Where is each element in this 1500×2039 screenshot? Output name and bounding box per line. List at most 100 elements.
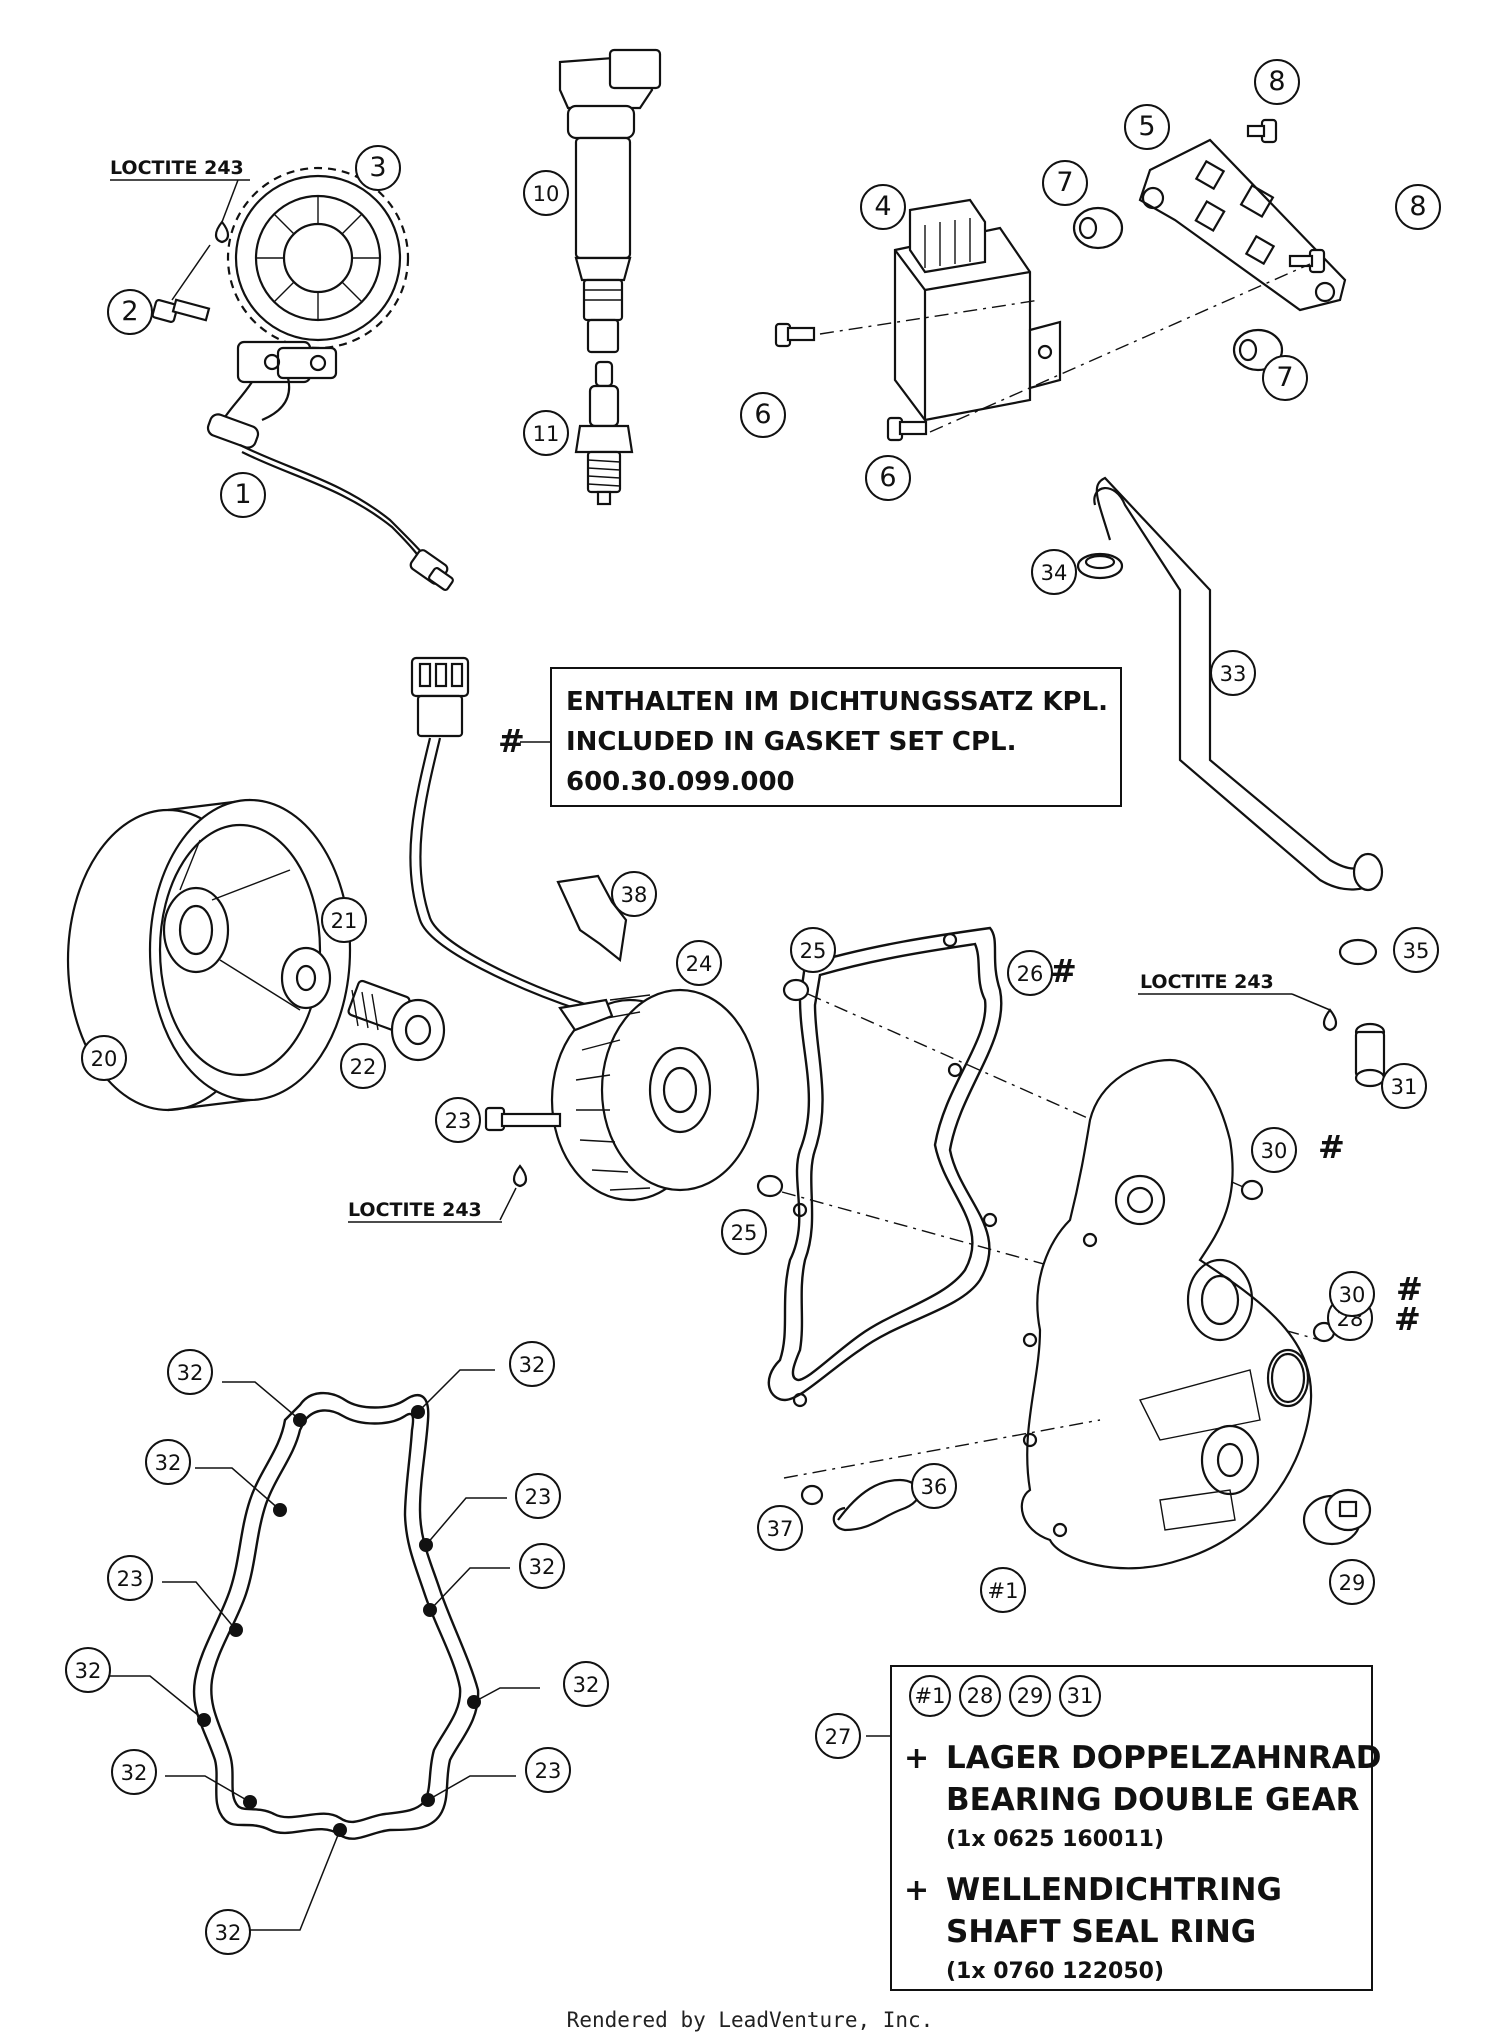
svg-text:25: 25 <box>731 1221 758 1245</box>
cdi-unit-part-4 <box>893 198 1062 422</box>
loctite-label-stator: LOCTITE 243 <box>348 1199 482 1221</box>
washer-part-21 <box>280 946 332 1010</box>
gasket-note-line-1: ENTHALTEN IM DICHTUNGSSATZ KPL. <box>566 687 1108 717</box>
plug-part-29 <box>1302 1488 1372 1546</box>
svg-text:22: 22 <box>350 1055 377 1079</box>
callout-32: 32 <box>205 1909 251 1955</box>
stator-part-24 <box>550 988 760 1202</box>
callout-25: 25 <box>790 927 836 973</box>
svg-text:7: 7 <box>1056 167 1073 198</box>
grommet-part-7-upper <box>1072 206 1124 250</box>
callout-7: 7 <box>1262 355 1308 401</box>
gasket-note-line-2: INCLUDED IN GASKET SET CPL. <box>566 727 1016 757</box>
svg-text:27: 27 <box>825 1725 852 1749</box>
svg-text:38: 38 <box>621 883 648 907</box>
callout-31: 31 <box>1381 1063 1427 1109</box>
callout-8: 8 <box>1395 184 1441 230</box>
svg-text:32: 32 <box>121 1761 148 1785</box>
callout-34: 34 <box>1031 549 1077 595</box>
cover-gasket-part-26 <box>767 926 1003 1408</box>
callout-23: 23 <box>107 1555 153 1601</box>
breather-hose-part-33 <box>1093 476 1384 892</box>
screw-part-6-upper <box>774 322 816 348</box>
svg-text:36: 36 <box>921 1475 948 1499</box>
svg-text:24: 24 <box>686 952 713 976</box>
bracket-part-5 <box>1138 138 1347 312</box>
ignition-cover-part-hash1 <box>1020 1058 1313 1570</box>
svg-text:8: 8 <box>1268 66 1285 97</box>
svg-text:32: 32 <box>177 1361 204 1385</box>
washer-part-37 <box>800 1484 824 1506</box>
spark-plug-part-11 <box>574 360 634 506</box>
kit-item-29: 29 <box>1009 1675 1051 1717</box>
hose-clamp-part-34 <box>1076 552 1124 580</box>
kit-entry2-de: WELLENDICHTRING <box>946 1872 1282 1908</box>
crankcase-gasket <box>192 1391 481 1840</box>
callout-23: 23 <box>435 1097 481 1143</box>
callout-26: 26 <box>1007 950 1053 996</box>
callout-hash1: #1 <box>980 1567 1026 1613</box>
svg-text:20: 20 <box>91 1047 118 1071</box>
svg-text:6: 6 <box>754 399 771 430</box>
callout-30: 30 <box>1251 1127 1297 1173</box>
insert-part-35 <box>1338 938 1378 966</box>
svg-text:29: 29 <box>1017 1684 1044 1708</box>
footer-credit: Rendered by LeadVenture, Inc. <box>567 2008 934 2032</box>
svg-text:32: 32 <box>215 1921 242 1945</box>
callout-3: 3 <box>355 145 401 191</box>
svg-text:#1: #1 <box>988 1579 1019 1603</box>
callout-6: 6 <box>740 392 786 438</box>
svg-text:32: 32 <box>529 1555 556 1579</box>
callout-5: 5 <box>1124 104 1170 150</box>
svg-text:33: 33 <box>1220 662 1247 686</box>
callout-8: 8 <box>1254 59 1300 105</box>
callout-37: 37 <box>757 1505 803 1551</box>
kit-entry2-partno: (1x 0760 122050) <box>946 1959 1164 1984</box>
callout-27: 27 <box>815 1713 861 1759</box>
callout-30: 30 <box>1329 1271 1375 1317</box>
screw-part-8-lower <box>1288 248 1326 274</box>
svg-text:31: 31 <box>1067 1684 1094 1708</box>
callout-21: 21 <box>321 897 367 943</box>
callout-32: 32 <box>65 1647 111 1693</box>
gasket-set-hash-marker: # <box>1318 1128 1345 1166</box>
gasket-note-hash: # <box>498 722 525 760</box>
svg-text:34: 34 <box>1041 561 1068 585</box>
svg-text:5: 5 <box>1138 111 1155 142</box>
svg-text:37: 37 <box>767 1517 794 1541</box>
svg-text:11: 11 <box>533 422 560 446</box>
spring-clip-part-36 <box>832 1478 921 1532</box>
callout-32: 32 <box>509 1341 555 1387</box>
dowel-part-25-upper <box>782 978 810 1002</box>
kit-item-hash1: #1 <box>909 1675 951 1717</box>
callout-35: 35 <box>1393 927 1439 973</box>
bolt-part-23-stator <box>484 1106 562 1132</box>
kit-entry1-partno: (1x 0625 160011) <box>946 1827 1164 1852</box>
flywheel-part-20 <box>66 798 352 1112</box>
callout-10: 10 <box>523 170 569 216</box>
callout-38: 38 <box>611 871 657 917</box>
kit-entry1-en: BEARING DOUBLE GEAR <box>946 1782 1360 1818</box>
callout-4: 4 <box>860 184 906 230</box>
bolt-part-2 <box>151 298 211 323</box>
kit-item-31: 31 <box>1059 1675 1101 1717</box>
grommet-part-7-lower <box>1232 328 1284 372</box>
svg-text:23: 23 <box>445 1109 472 1133</box>
svg-text:29: 29 <box>1339 1571 1366 1595</box>
svg-text:32: 32 <box>75 1659 102 1683</box>
ignition-coil-part-10 <box>558 48 662 354</box>
stator-connector <box>409 656 586 1012</box>
svg-text:1: 1 <box>234 479 251 510</box>
screw-part-6-lower <box>886 416 928 442</box>
callout-22: 22 <box>340 1043 386 1089</box>
callout-23: 23 <box>525 1747 571 1793</box>
callout-1: 1 <box>220 472 266 518</box>
dowel-part-25-lower <box>756 1174 784 1198</box>
gasket-set-hash-marker: # <box>1396 1270 1423 1308</box>
svg-text:7: 7 <box>1276 362 1293 393</box>
kit-entry2-en: SHAFT SEAL RING <box>946 1914 1256 1950</box>
callout-7: 7 <box>1042 160 1088 206</box>
screw-part-8-upper <box>1246 118 1278 144</box>
part-38 <box>556 874 628 963</box>
gasket-note-line-3: 600.30.099.000 <box>566 767 795 797</box>
